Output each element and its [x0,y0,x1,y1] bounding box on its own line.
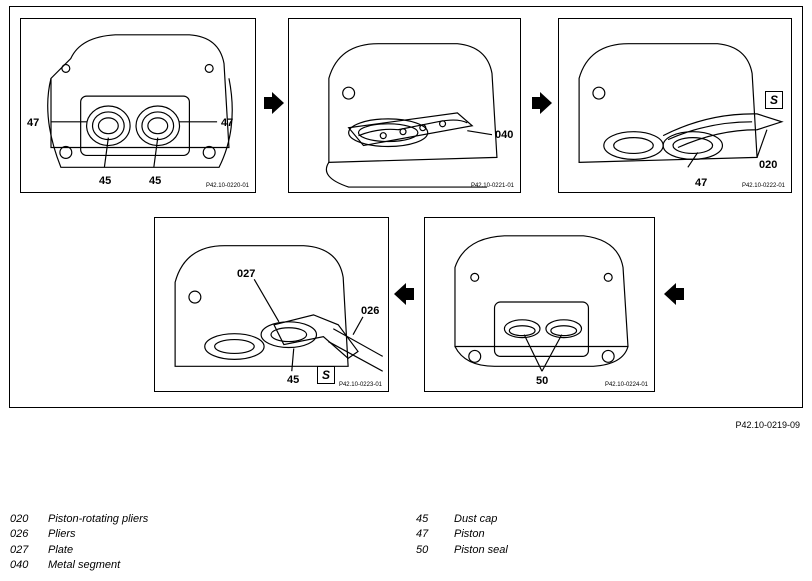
arrow-right-icon [532,92,552,114]
panel-4: 027 026 45 S P42.10-0223-01 [154,217,389,392]
arrow-left-icon [664,283,684,305]
panel-1: 47 47 45 45 P42.10-0220-01 [20,18,256,193]
panel-code: P42.10-0221-01 [470,183,514,189]
callout-45-left: 45 [99,175,112,187]
callout-45-right: 45 [149,175,162,187]
callout-47-right: 47 [221,117,234,129]
callout-040: 040 [495,129,514,141]
callout-027: 027 [237,268,256,280]
panel-code: P42.10-0223-01 [338,382,382,388]
caliper-illustration-1 [47,34,233,168]
panel-code: P42.10-0220-01 [205,183,249,189]
caliper-illustration-3 [578,43,784,168]
diagram-frame [9,6,803,408]
special-tool-icon: S [317,366,335,384]
panel-code: P42.10-0224-01 [604,382,648,388]
arrow-right-icon [264,92,284,114]
callout-50: 50 [536,375,549,387]
callout-020: 020 [759,159,778,171]
caliper-illustration-5 [454,235,629,372]
callout-47-left: 47 [27,117,40,129]
caliper-illustration-2 [325,43,498,188]
callout-026: 026 [361,305,380,317]
panel-code: P42.10-0222-01 [741,183,785,189]
special-tool-icon: S [765,91,783,109]
callout-45: 45 [287,374,300,386]
callout-47: 47 [695,177,708,189]
panel-2: 040 P42.10-0221-01 [288,18,521,193]
panel-3: S 020 47 P42.10-0222-01 [558,18,792,193]
panel-5: 50 P42.10-0224-01 [424,217,655,392]
diagram-code: P42.10-0219-09 [735,420,800,430]
caliper-illustration-4 [174,245,384,372]
arrow-left-icon [394,283,414,305]
